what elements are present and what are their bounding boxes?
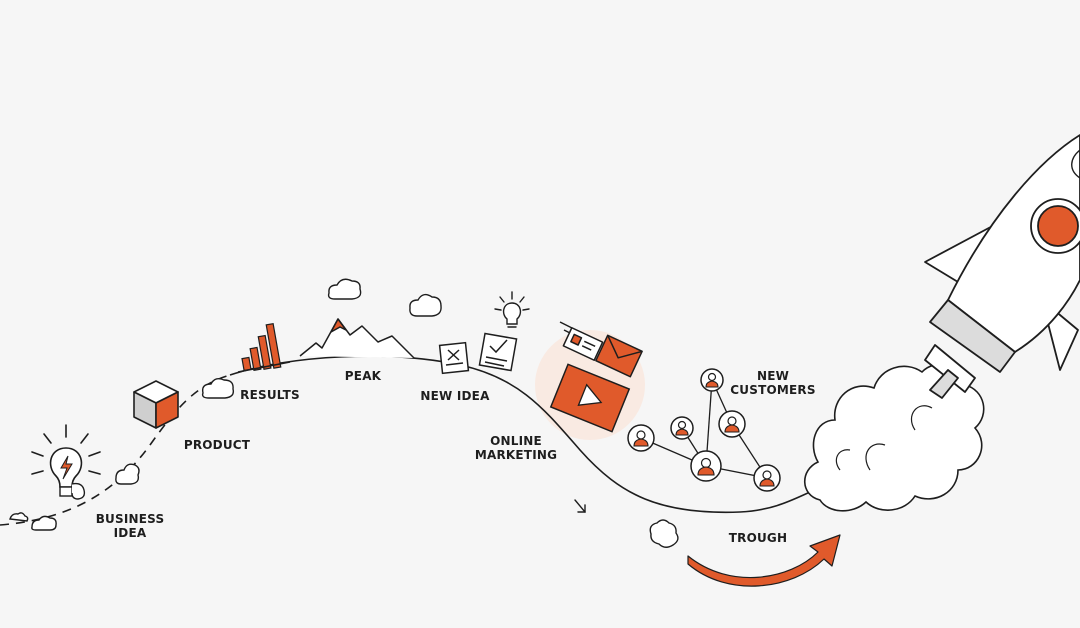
lightbulb-icon xyxy=(31,424,101,500)
document-icon xyxy=(438,341,470,375)
label-online-marketing: ONLINE MARKETING xyxy=(472,434,560,462)
user-node xyxy=(627,424,655,452)
label-business-idea: BUSINESS IDEA xyxy=(92,512,168,540)
label-trough-text: TROUGH xyxy=(728,531,788,545)
envelope-icon xyxy=(559,321,643,378)
label-peak: PEAK xyxy=(336,369,390,383)
label-product-text: PRODUCT xyxy=(183,438,251,452)
cloud-icon xyxy=(327,278,362,300)
label-new-idea-text: NEW IDEA xyxy=(420,389,490,403)
small-lightbulb-icon xyxy=(494,291,530,328)
user-node xyxy=(753,464,781,492)
cloud-icon xyxy=(201,377,235,399)
label-trough: TROUGH xyxy=(724,531,792,545)
cloud-icon xyxy=(9,512,29,522)
curved-arrow-icon xyxy=(687,534,841,587)
mountain-icon xyxy=(299,318,415,359)
label-business-idea-line1: BUSINESS xyxy=(95,512,165,526)
user-node xyxy=(718,410,746,438)
video-play-icon xyxy=(549,363,631,433)
label-results: RESULTS xyxy=(232,388,308,402)
label-online-marketing-line2: MARKETING xyxy=(474,448,558,462)
user-node xyxy=(670,416,694,440)
label-results-text: RESULTS xyxy=(240,388,300,402)
label-online-marketing-line1: ONLINE xyxy=(490,434,542,448)
user-network-icon xyxy=(627,368,781,492)
label-new-idea: NEW IDEA xyxy=(416,389,494,403)
label-product: PRODUCT xyxy=(176,438,258,452)
down-arrow-icon xyxy=(574,499,586,513)
bar-chart-icon xyxy=(237,322,291,373)
cloud-icon xyxy=(115,463,140,485)
label-new-customers-line2: CUSTOMERS xyxy=(730,383,816,397)
user-node xyxy=(690,450,722,482)
growth-curve-dashed xyxy=(0,374,231,526)
cloud-icon xyxy=(31,515,57,531)
checklist-icon xyxy=(478,332,518,372)
rocket-icon xyxy=(924,134,1080,399)
label-peak-text: PEAK xyxy=(344,369,382,383)
label-new-customers-line1: NEW xyxy=(756,369,790,383)
cloud-icon xyxy=(649,519,679,548)
cloud-icon xyxy=(409,293,442,317)
label-business-idea-line2: IDEA xyxy=(113,526,147,540)
user-node xyxy=(700,368,724,392)
cube-icon xyxy=(133,380,179,429)
label-new-customers: NEW CUSTOMERS xyxy=(728,369,818,397)
